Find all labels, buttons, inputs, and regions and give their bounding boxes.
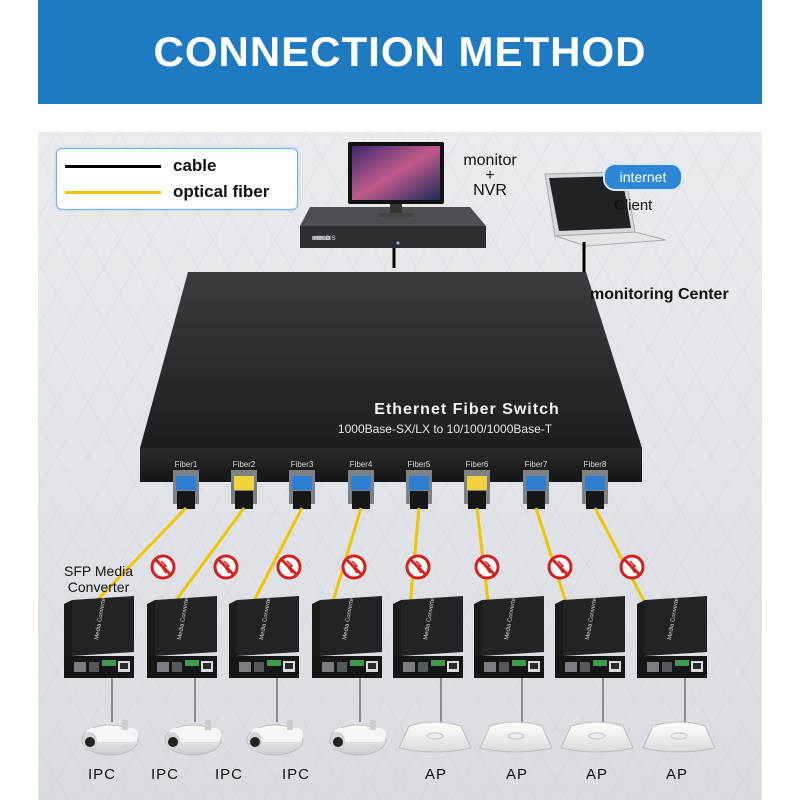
sfp-module (526, 476, 546, 490)
monitor-device (348, 142, 444, 217)
sfp-module-body (177, 491, 195, 509)
converter-label-line2: Converter (67, 579, 130, 595)
access-point-icon (398, 721, 472, 753)
access-point-icon (560, 721, 634, 753)
switch-title: Ethernet Fiber Switch (374, 401, 559, 418)
sfp-module (234, 476, 254, 490)
client-label: Client (614, 197, 653, 214)
port-label: Fiber5 (408, 460, 431, 469)
sfp-module-body (352, 491, 370, 509)
monitoring-center-label: monitoring Center (590, 286, 729, 303)
device-label: AP (425, 766, 448, 783)
port-label: Fiber7 (525, 460, 548, 469)
sfp-module-body (586, 491, 604, 509)
device-label: AP (586, 766, 609, 783)
access-point-icon (479, 721, 553, 753)
switch-ports: Fiber1 Fiber2 Fiber3 Fiber4 Fiber5 Fiber6 Fibe… (173, 460, 608, 509)
sfp-module (585, 476, 605, 490)
port-label: Fiber3 (291, 460, 314, 469)
page-title: CONNECTION METHOD (153, 28, 647, 75)
no-interference-icon (150, 554, 176, 580)
end-devices (81, 719, 716, 756)
sfp-module (409, 476, 429, 490)
sfp-module-body (235, 491, 253, 509)
legend-label: cable (173, 156, 217, 175)
sfp-module-body (410, 491, 428, 509)
sfp-module-body (468, 491, 486, 509)
nvr-brand: HIK DIS (314, 236, 336, 242)
device-label: IPC (151, 766, 180, 783)
sfp-module (292, 476, 312, 490)
no-interference-icon (547, 554, 573, 580)
port-label: Fiber8 (584, 460, 607, 469)
port-label: Fiber2 (233, 460, 256, 469)
device-label: IPC (215, 766, 244, 783)
fiber-swatch (65, 190, 161, 194)
switch-subtitle: 1000Base-SX/LX to 10/100/1000Base-T (338, 422, 553, 436)
internet-badge: internet (603, 163, 683, 191)
device-label: IPC (88, 766, 117, 783)
no-interference-icon (405, 554, 431, 580)
sfp-module-body (293, 491, 311, 509)
no-interference-icon (341, 554, 367, 580)
sfp-module (351, 476, 371, 490)
access-point-icon (642, 721, 716, 753)
ip-camera-icon (164, 719, 222, 756)
device-label: AP (506, 766, 529, 783)
legend-item-cable: cable (65, 155, 216, 177)
device-label: IPC (282, 766, 311, 783)
converter-label: SFP Media Converter (64, 563, 133, 595)
legend-box: cable optical fiber (56, 148, 298, 210)
monitor-label: monitor + NVR (455, 152, 525, 200)
port-label: Fiber4 (350, 460, 373, 469)
no-interference-icon (474, 554, 500, 580)
sfp-module (467, 476, 487, 490)
port-label: Fiber1 (175, 460, 198, 469)
fiber-switch: Ethernet Fiber Switch 1000Base-SX/LX to … (140, 272, 642, 482)
port-label: Fiber6 (466, 460, 489, 469)
header-banner: CONNECTION METHOD (38, 0, 762, 104)
sfp-module (176, 476, 196, 490)
monitor-text: monitor (463, 152, 517, 169)
nvr-text: NVR (473, 182, 507, 199)
cable-swatch (65, 164, 161, 168)
ip-camera-icon (81, 719, 139, 756)
ip-camera-icon (329, 719, 387, 756)
legend-item-fiber: optical fiber (65, 181, 269, 203)
ip-camera-icon (246, 719, 304, 756)
device-label: AP (666, 766, 689, 783)
no-interference-icon (619, 554, 645, 580)
converter-label-line1: SFP Media (64, 563, 133, 579)
no-interference-icon (213, 554, 239, 580)
plus-text: + (485, 167, 495, 184)
sfp-module-body (527, 491, 545, 509)
legend-label: optical fiber (173, 182, 270, 201)
no-interference-icon (276, 554, 302, 580)
